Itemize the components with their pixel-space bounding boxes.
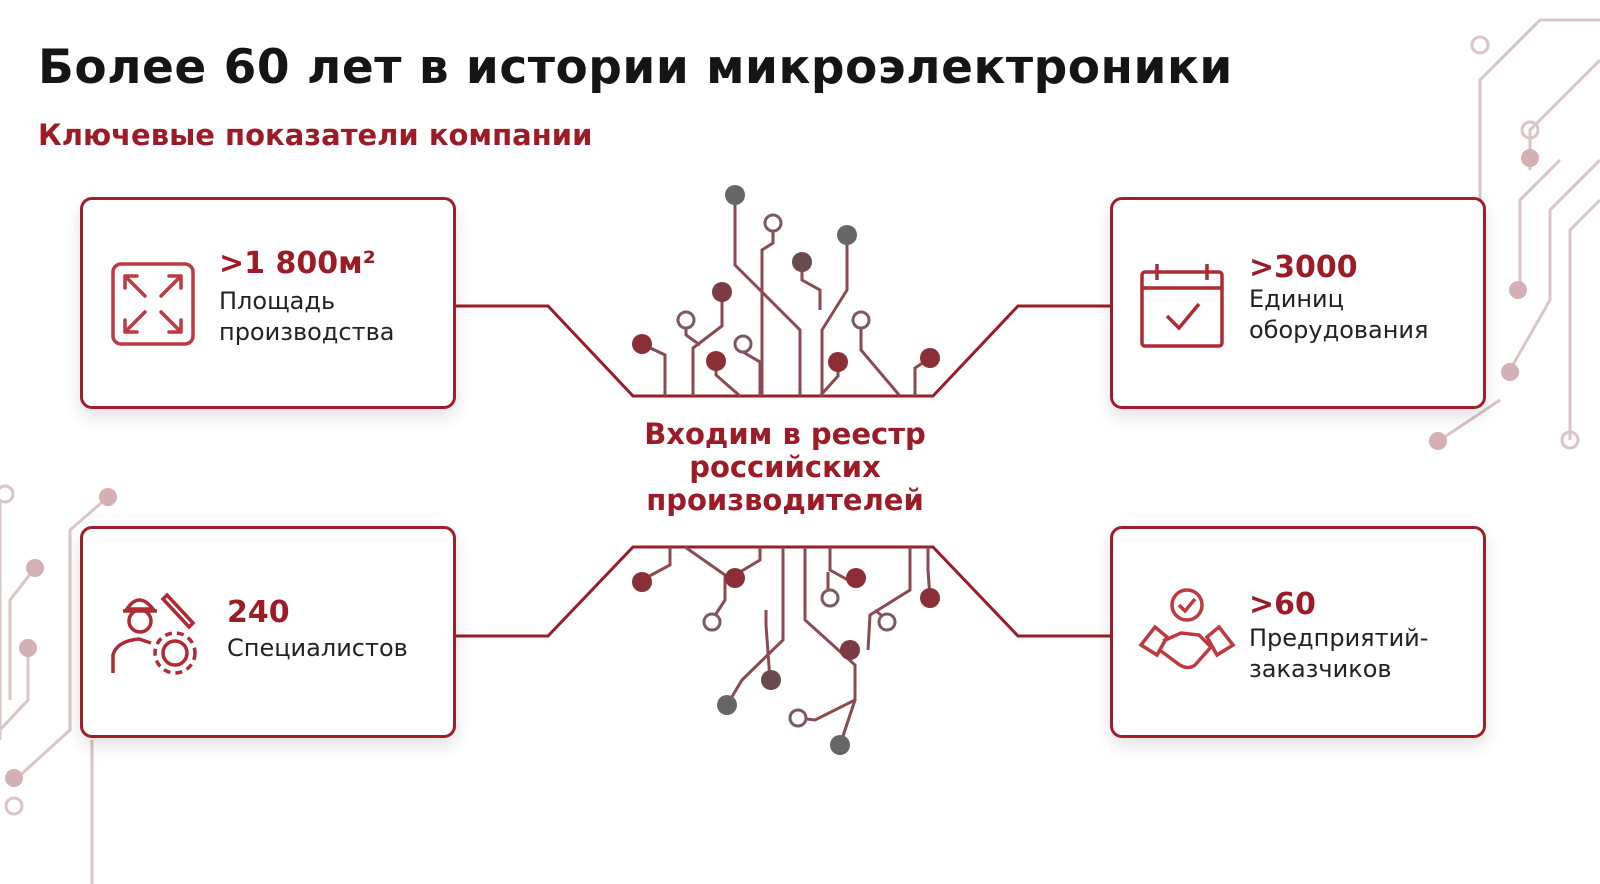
stat-value: >60 xyxy=(1249,587,1316,622)
stat-value: >1 800м² xyxy=(219,246,376,281)
stat-value: 240 xyxy=(227,595,290,630)
stat-card-equipment: >3000 Единиц оборудования xyxy=(1110,197,1486,409)
registry-statement: Входим в реестр российских производителе… xyxy=(644,417,926,517)
page-title: Более 60 лет в истории микроэлектроники xyxy=(38,40,1233,95)
stat-label: Единиц оборудования xyxy=(1249,285,1429,344)
stat-label: Площадь производства xyxy=(219,287,395,346)
expand-arrows-icon xyxy=(111,262,195,346)
calendar-check-icon xyxy=(1140,264,1224,348)
engineer-gear-icon xyxy=(111,592,197,675)
handshake-check-icon xyxy=(1138,588,1236,670)
stat-label: Предприятий-заказчиков xyxy=(1249,624,1429,683)
stat-card-area: >1 800м² Площадь производства xyxy=(80,197,456,409)
page-subtitle: Ключевые показатели компании xyxy=(38,118,593,152)
stat-card-customers: >60 Предприятий-заказчиков xyxy=(1110,526,1486,738)
stat-card-specialists: 240 Специалистов xyxy=(80,526,456,738)
stat-value: >3000 xyxy=(1249,250,1358,285)
stat-label: Специалистов xyxy=(227,634,408,662)
